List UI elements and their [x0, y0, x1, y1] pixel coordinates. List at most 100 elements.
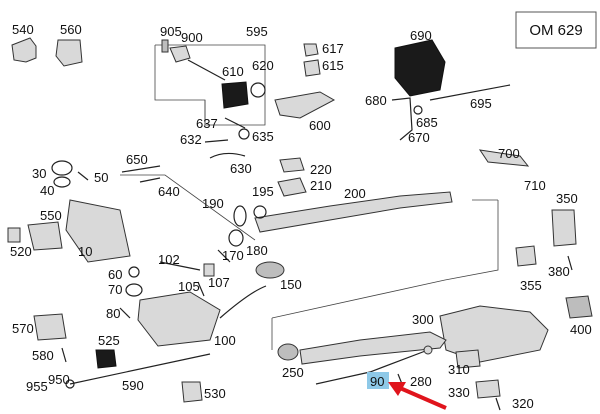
part-560-bracket: [55, 39, 83, 67]
label-520[interactable]: 520: [10, 244, 32, 259]
label-560[interactable]: 560: [60, 22, 82, 37]
part-150-clamp: [255, 261, 285, 279]
label-180[interactable]: 180: [246, 243, 268, 258]
part-400-tailpipe: [565, 295, 593, 319]
part-100-pipe: [219, 285, 267, 319]
part-60-nut: [128, 266, 140, 278]
part-635-clamp: [238, 128, 250, 140]
label-170[interactable]: 170: [222, 248, 244, 263]
part-102-sensor: [159, 261, 201, 271]
label-100[interactable]: 100: [214, 333, 236, 348]
part-600-bracket: [274, 91, 336, 119]
label-615[interactable]: 615: [322, 58, 344, 73]
label-690[interactable]: 690: [410, 28, 432, 43]
label-550[interactable]: 550: [40, 208, 62, 223]
label-50[interactable]: 50: [94, 170, 108, 185]
label-102[interactable]: 102: [158, 252, 180, 267]
label-695[interactable]: 695: [470, 96, 492, 111]
part-540-bracket: [11, 37, 37, 63]
label-40[interactable]: 40: [40, 183, 54, 198]
label-620[interactable]: 620: [252, 58, 274, 73]
label-710[interactable]: 710: [524, 178, 546, 193]
label-350[interactable]: 350: [556, 191, 578, 206]
label-590[interactable]: 590: [122, 378, 144, 393]
part-300-silencer: [439, 305, 549, 363]
label-680[interactable]: 680: [365, 93, 387, 108]
highlight-90: [367, 372, 389, 389]
label-220[interactable]: 220: [310, 162, 332, 177]
label-107[interactable]: 107: [208, 275, 230, 290]
label-190[interactable]: 190: [202, 196, 224, 211]
label-600[interactable]: 600: [309, 118, 331, 133]
part-355-rubber: [515, 245, 537, 267]
label-685[interactable]: 685: [416, 115, 438, 130]
part-640-rod: [139, 177, 161, 183]
label-355[interactable]: 355: [520, 278, 542, 293]
label-195[interactable]: 195: [252, 184, 274, 199]
part-630-hose: [209, 152, 246, 159]
label-250[interactable]: 250: [282, 365, 304, 380]
part-590-rod: [69, 353, 211, 385]
label-637[interactable]: 637: [196, 116, 218, 131]
part-50-bolt: [77, 171, 89, 181]
label-630[interactable]: 630: [230, 161, 252, 176]
part-380-bolt: [567, 255, 573, 271]
label-280[interactable]: 280: [410, 374, 432, 389]
label-955[interactable]: 955: [26, 379, 48, 394]
label-525[interactable]: 525: [98, 333, 120, 348]
label-595[interactable]: 595: [246, 24, 268, 39]
part-580-bolt: [61, 347, 67, 363]
part-700-bracket: [478, 149, 530, 167]
part-950-nut: [65, 379, 75, 389]
part-615-clip: [303, 59, 321, 77]
label-650[interactable]: 650: [126, 152, 148, 167]
label-310[interactable]: 310: [448, 362, 470, 377]
label-905[interactable]: 905: [160, 24, 182, 39]
label-580[interactable]: 580: [32, 348, 54, 363]
label-330[interactable]: 330: [448, 385, 470, 400]
label-570[interactable]: 570: [12, 321, 34, 336]
label-300[interactable]: 300: [412, 312, 434, 327]
label-210[interactable]: 210: [310, 178, 332, 193]
part-10-converter: [65, 199, 131, 263]
label-10[interactable]: 10: [78, 244, 92, 259]
part-90-connector: [423, 345, 433, 355]
part-520-clip: [7, 227, 21, 243]
part-30-gasket: [51, 160, 73, 176]
part-620-ring: [250, 82, 266, 98]
label-700[interactable]: 700: [498, 146, 520, 161]
label-105[interactable]: 105: [178, 279, 200, 294]
label-320[interactable]: 320: [512, 396, 534, 411]
leader-650: [120, 174, 256, 241]
part-610-sensor: [221, 81, 249, 109]
label-632[interactable]: 632: [180, 132, 202, 147]
part-220-mount: [279, 157, 305, 173]
label-530[interactable]: 530: [204, 386, 226, 401]
label-617[interactable]: 617: [322, 41, 344, 56]
part-617-nut: [303, 43, 319, 57]
label-80[interactable]: 80: [106, 306, 120, 321]
label-30[interactable]: 30: [32, 166, 46, 181]
part-190-ring: [233, 205, 247, 227]
part-labels: 540 560 905 900 595 617 615 610 620 690 …: [10, 22, 592, 411]
label-900[interactable]: 900: [181, 30, 203, 45]
label-400[interactable]: 400: [570, 322, 592, 337]
part-210-mount: [277, 177, 307, 197]
label-200[interactable]: 200: [344, 186, 366, 201]
part-300-pipe: [299, 331, 447, 365]
label-150[interactable]: 150: [280, 277, 302, 292]
label-380[interactable]: 380: [548, 264, 570, 279]
label-670[interactable]: 670: [408, 130, 430, 145]
label-635[interactable]: 635: [252, 129, 274, 144]
label-640[interactable]: 640: [158, 184, 180, 199]
part-670-bracket: [391, 97, 413, 141]
label-540[interactable]: 540: [12, 22, 34, 37]
label-90[interactable]: 90: [370, 374, 384, 389]
part-310-mount: [455, 349, 481, 369]
label-610[interactable]: 610: [222, 64, 244, 79]
label-60[interactable]: 60: [108, 267, 122, 282]
label-70[interactable]: 70: [108, 282, 122, 297]
arrow-shaft: [399, 386, 447, 410]
label-950[interactable]: 950: [48, 372, 70, 387]
